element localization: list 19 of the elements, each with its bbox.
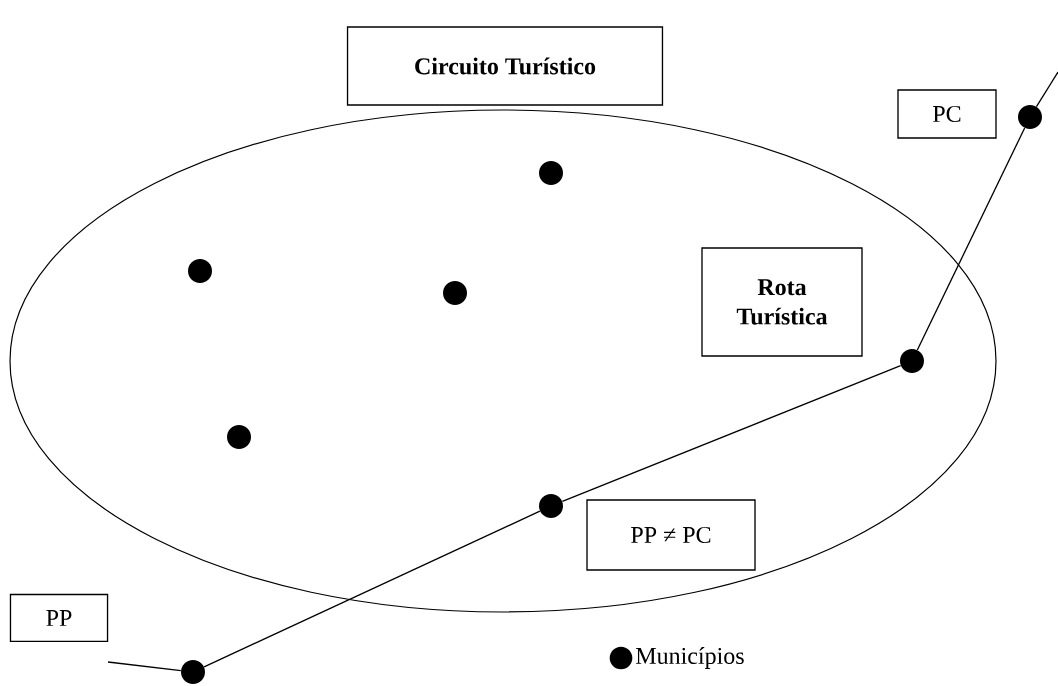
text-box: PP — [9, 593, 109, 643]
line — [916, 127, 1026, 351]
text-box: Circuito Turístico — [346, 26, 664, 106]
dot — [443, 281, 467, 305]
dot — [539, 161, 563, 185]
legend-label: Municípios — [635, 647, 744, 669]
line — [561, 364, 902, 503]
line — [1035, 71, 1058, 108]
line — [203, 510, 541, 668]
text-box: PC — [897, 89, 997, 139]
dot — [227, 425, 251, 449]
text-box: Rota Turística — [701, 247, 863, 357]
dot — [188, 259, 212, 283]
text-box: PP ≠ PC — [586, 499, 756, 571]
dot — [1018, 105, 1042, 129]
dot — [900, 349, 924, 373]
line — [107, 661, 182, 672]
dot — [539, 494, 563, 518]
dot — [181, 660, 205, 684]
